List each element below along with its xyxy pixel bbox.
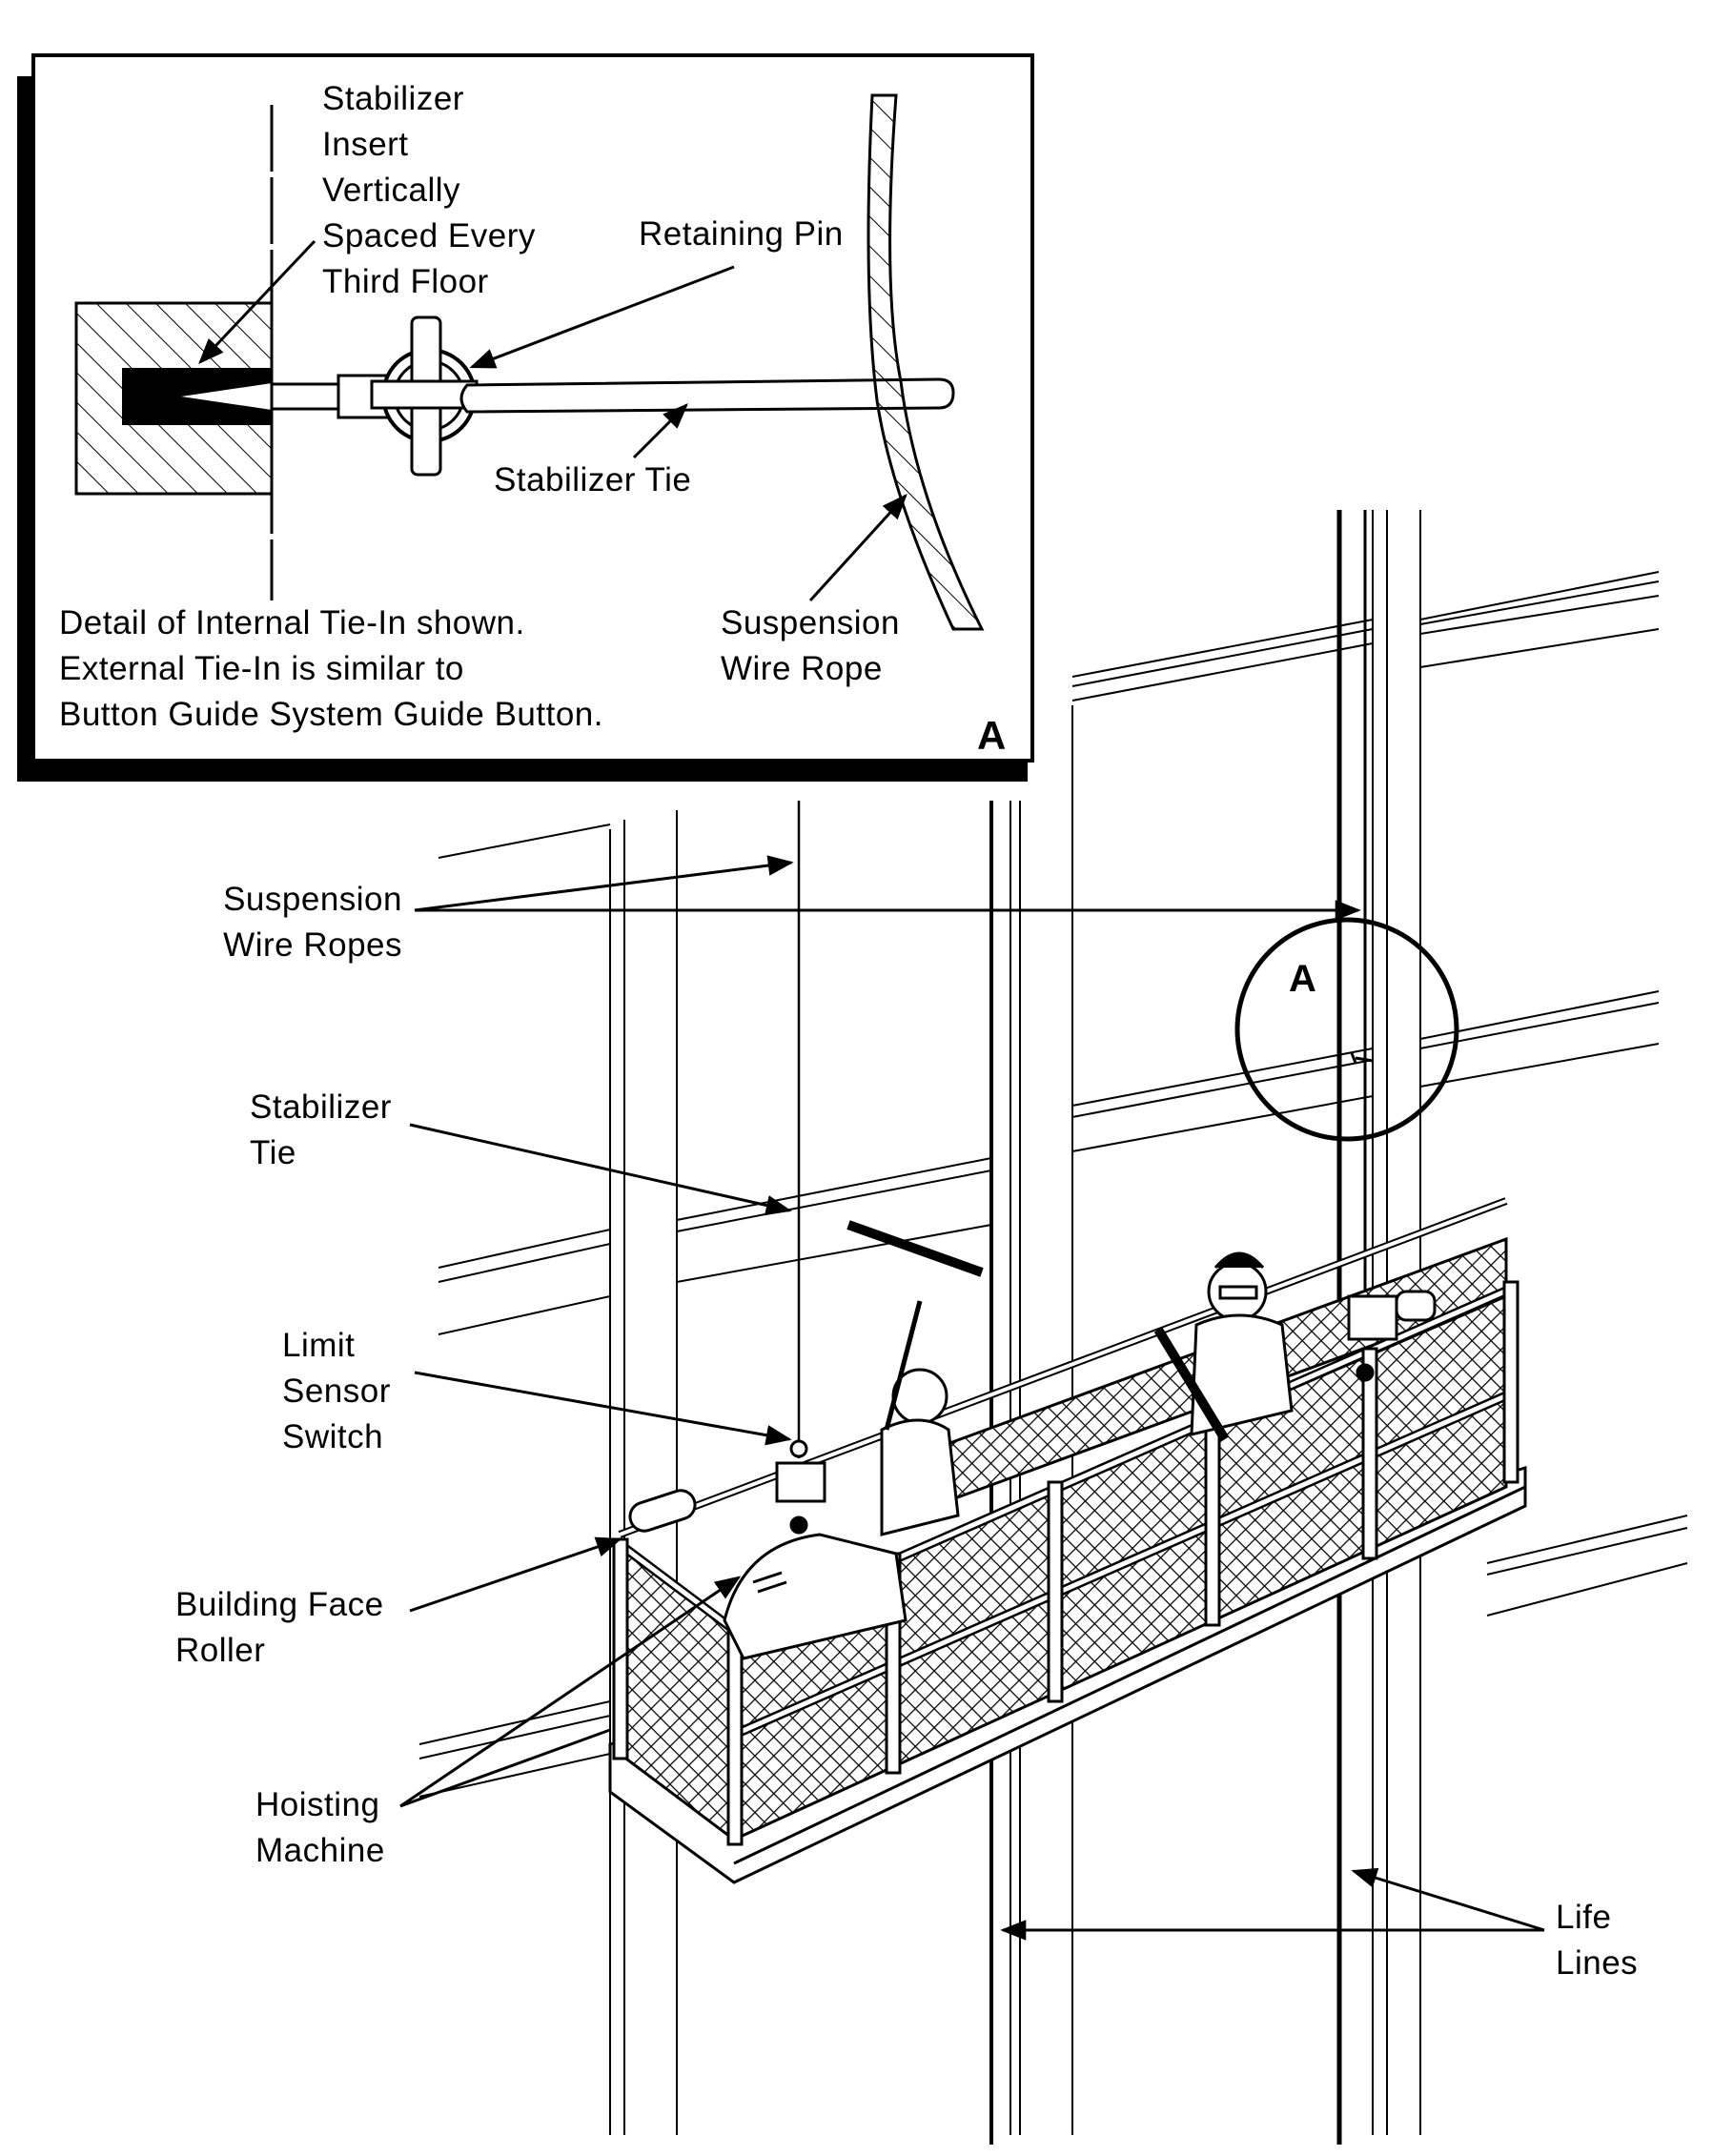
squeegee-held <box>1153 1327 1230 1442</box>
leader-hoisting-machine-1 <box>399 1576 742 1808</box>
leader-limit-sensor-switch <box>414 1371 792 1446</box>
label-stabilizer-tie-detail: Stabilizer Tie <box>494 461 692 498</box>
label-building-face-roller: Building Face Roller <box>175 1586 384 1669</box>
limit-sensor-switch <box>775 1439 826 1535</box>
inset-letter-A: A <box>977 713 1007 758</box>
leader-stabilizer-tie <box>632 403 688 459</box>
main-leader-lines <box>399 855 1545 1941</box>
label-life-lines: Life Lines <box>1556 1899 1639 1982</box>
building-face-roller <box>628 1489 697 1533</box>
right-hoist-unit <box>1347 1290 1437 1382</box>
worker-left <box>846 1220 984 1536</box>
leader-building-face-roller <box>409 1536 622 1613</box>
label-retaining-pin: Retaining Pin <box>639 215 844 253</box>
leader-retaining-pin <box>469 265 735 369</box>
callout-letter-A: A <box>1289 958 1316 1000</box>
facade-floor-lines <box>418 580 1688 1798</box>
detail-callout-circle <box>1234 917 1459 1142</box>
squeegee-blade <box>846 1220 984 1277</box>
leader-life-line-right <box>1351 1867 1545 1932</box>
label-stabilizer-insert: Stabilizer Insert Vertically Spaced Ever… <box>322 80 536 300</box>
leader-hoisting-machine-2 <box>399 1728 611 1808</box>
label-suspension-wire-ropes: Suspension Wire Ropes <box>223 881 402 964</box>
suspension-wire-rope-detail <box>867 93 985 631</box>
label-hoisting-machine: Hoisting Machine <box>255 1786 385 1869</box>
squeegee-pole <box>884 1300 923 1431</box>
leader-stabilizer-insert <box>198 239 316 364</box>
label-suspension-wire-rope-detail: Suspension Wire Rope <box>721 604 900 687</box>
worker-right <box>1153 1251 1294 1442</box>
label-limit-sensor-switch: Limit Sensor Switch <box>282 1327 391 1455</box>
facade-window-frames <box>1071 515 1660 678</box>
label-stabilizer-tie: Stabilizer Tie <box>250 1088 392 1171</box>
detail-inset-A <box>17 53 1034 782</box>
leader-suspension-ropes-left <box>414 855 794 912</box>
stabilizer-tie-rod <box>459 377 955 414</box>
label-inset-note: Detail of Internal Tie-In shown. Externa… <box>59 604 603 733</box>
leader-stabilizer-tie-main <box>409 1123 792 1216</box>
stabilizer-tie-marker <box>1350 1052 1374 1064</box>
leader-suspension-wire-rope <box>808 494 907 602</box>
